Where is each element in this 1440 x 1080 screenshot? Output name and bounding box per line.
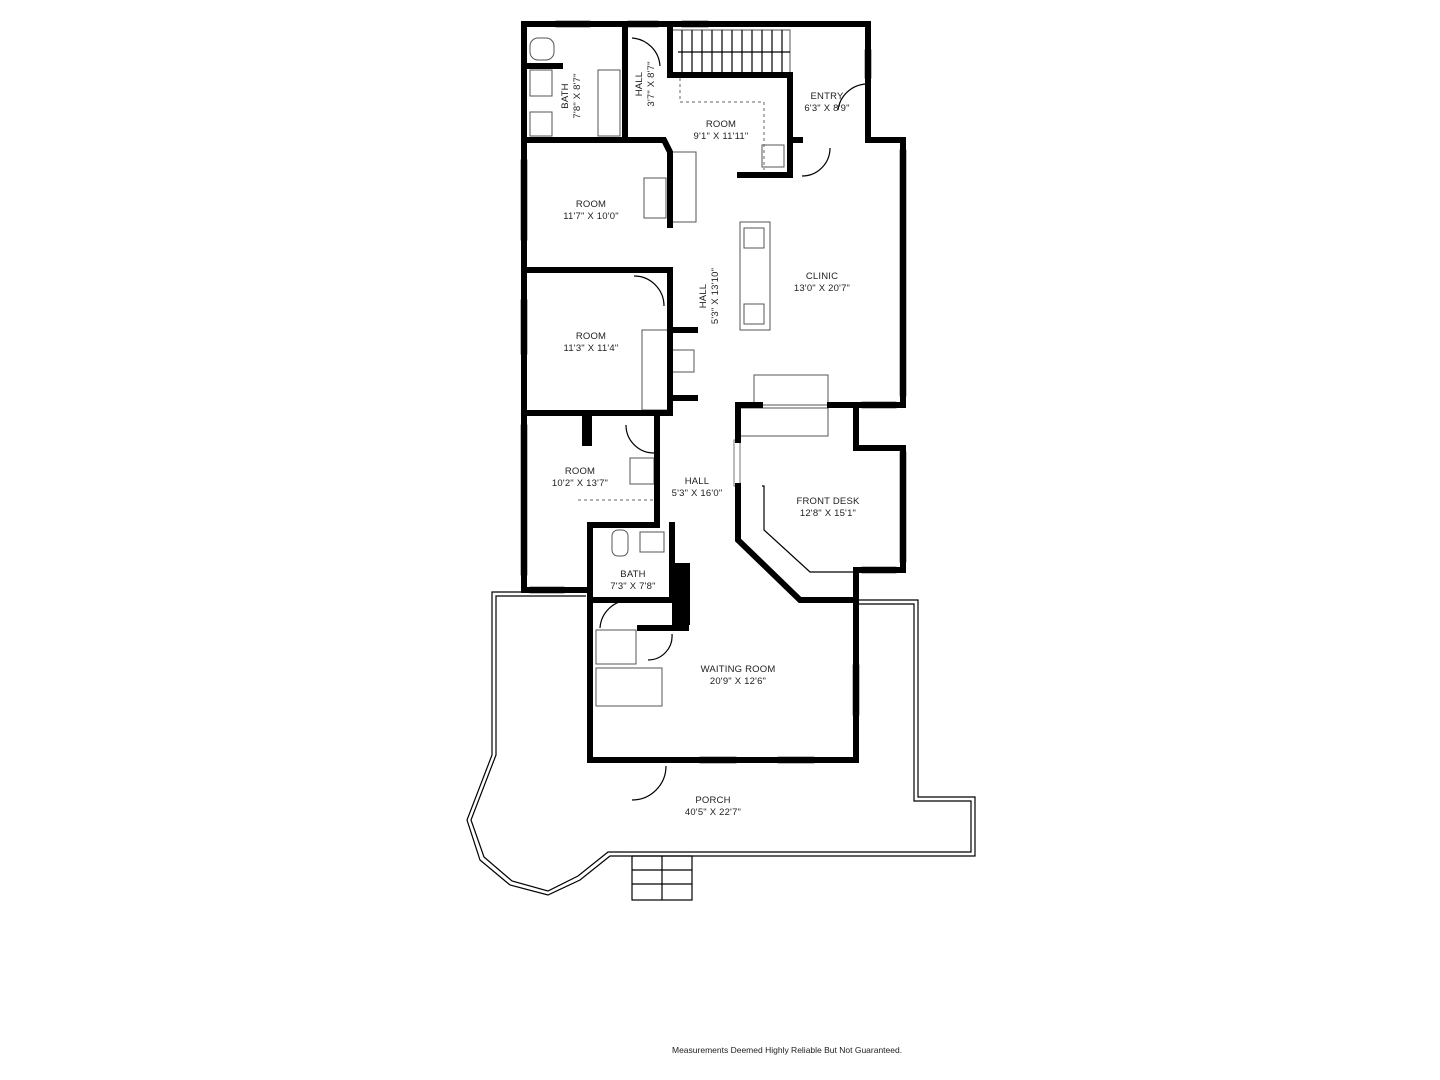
room-dims: 10'2" X 13'7" [552,478,608,489]
room-name: WAITING ROOM [701,664,776,675]
room-dims: 40'5" X 22'7" [685,807,741,818]
room-name: ROOM [576,199,606,210]
room-dims: 7'8" X 8'7" [572,73,583,118]
room-dims: 9'1" X 11'11" [694,131,749,142]
room-dims: 5'3" X 16'0" [672,488,723,499]
room-labels: BATH 7'8" X 8'7" HALL 3'7" X 8'7" ROOM 9… [552,61,860,818]
room-dims: 20'9" X 12'6" [710,676,766,687]
room-name: FRONT DESK [796,496,860,507]
room-name: HALL [685,476,710,487]
room-dims: 11'3" X 11'4" [564,343,619,354]
porch-outline [466,591,976,901]
disclaimer: Measurements Deemed Highly Reliable But … [672,1045,903,1055]
room-name: BATH [560,83,571,108]
room-name: ROOM [576,331,606,342]
room-dims: 12'8" X 15'1" [800,508,856,519]
room-dims: 5'3" X 13'10" [710,268,721,324]
room-dims: 6'3" X 8'9" [804,103,849,114]
room-name: ROOM [565,466,595,477]
room-dims: 13'0" X 20'7" [794,283,850,294]
room-name: CLINIC [806,271,838,282]
room-name: ENTRY [810,91,843,102]
room-name: BATH [620,569,645,580]
walls [521,21,906,763]
room-name: HALL [698,284,709,309]
fixtures [529,37,856,707]
room-dims: 3'7" X 8'7" [646,61,657,106]
room-name: HALL [634,72,645,97]
room-dims: 7'3" X 7'8" [610,581,655,592]
room-name: PORCH [695,795,730,806]
stairs [671,29,791,75]
room-dims: 11'7" X 10'0" [563,211,619,222]
room-name: ROOM [706,119,736,130]
